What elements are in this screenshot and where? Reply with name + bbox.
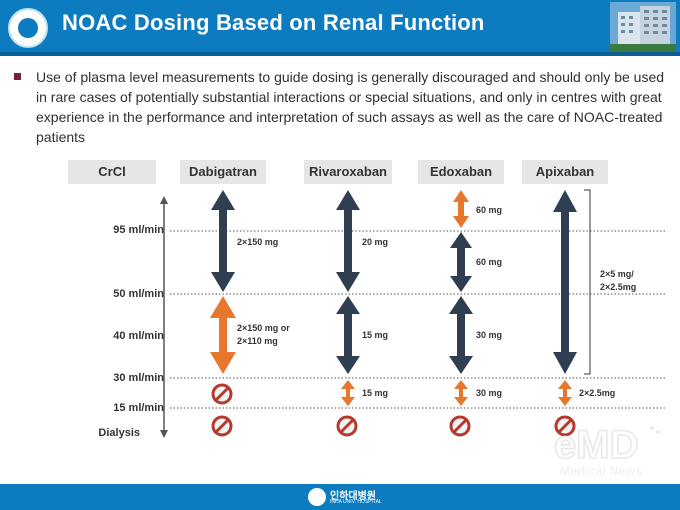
- footer-hospital-sub: INHA UNIV. HOSPITAL: [330, 499, 382, 505]
- edoxaban-arrow-30mg: [449, 296, 473, 374]
- apixaban-no-symbol-dialysis: [554, 415, 576, 437]
- dabigatran-dose-reduced-line2: 2×110 mg: [237, 336, 278, 346]
- crcl-label-15: 15 ml/min: [113, 402, 164, 414]
- dabigatran-arrow-reduced-dose: [210, 296, 236, 374]
- apixaban-bracket: [584, 189, 591, 375]
- dabigatran-arrow-full-dose: [211, 190, 235, 292]
- dabigatran-no-symbol-dialysis: [211, 415, 233, 437]
- title-bar-band: [0, 52, 680, 56]
- apixaban-arrow-full: [553, 190, 577, 374]
- rivaroxaban-arrow-15mg-low: [341, 380, 355, 406]
- edoxaban-dose-30mg: 30 mg: [476, 330, 503, 340]
- bullet-marker: [14, 73, 21, 80]
- title-bar: NOAC Dosing Based on Renal Function: [0, 0, 680, 56]
- apixaban-arrow-low: [558, 380, 572, 406]
- crcl-label-40: 40 ml/min: [113, 330, 164, 342]
- hospital-logo-icon: [8, 8, 48, 48]
- crcl-label-95: 95 ml/min: [113, 224, 164, 236]
- crcl-label-50: 50 ml/min: [113, 288, 164, 300]
- apixaban-dose-line1: 2×5 mg/: [600, 269, 634, 279]
- dabigatran-dose-full: 2×150 mg: [237, 237, 279, 247]
- crcl-axis-arrow: [160, 196, 168, 438]
- footer-logo-icon: [308, 488, 326, 506]
- edoxaban-dose-30mg-low: 30 mg: [476, 388, 503, 398]
- edoxaban-no-symbol-dialysis: [449, 415, 471, 437]
- dabigatran-dose-reduced-line1: 2×150 mg or: [237, 323, 290, 333]
- column-header-dabigatran: Dabigatran: [180, 160, 266, 184]
- emd-watermark: eMD Medical News: [552, 420, 664, 488]
- crcl-label-dialysis: Dialysis: [98, 427, 140, 439]
- rivaroxaban-arrow-20mg: [336, 190, 360, 292]
- rivaroxaban-dose-20mg: 20 mg: [362, 237, 389, 247]
- footer-bar: 인하대병원 INHA UNIV. HOSPITAL: [0, 484, 680, 510]
- emd-watermark-logo: eMD: [553, 422, 660, 468]
- edoxaban-dose-60mg: 60 mg: [476, 257, 503, 267]
- column-header-apixaban: Apixaban: [522, 160, 608, 184]
- edoxaban-dose-60mg-top: 60 mg: [476, 205, 503, 215]
- edoxaban-arrow-60mg-top: [453, 190, 469, 228]
- bullet-text: Use of plasma level measurements to guid…: [36, 69, 665, 145]
- rivaroxaban-arrow-15mg: [336, 296, 360, 374]
- rivaroxaban-dose-15mg: 15 mg: [362, 330, 389, 340]
- crcl-label-30: 30 ml/min: [113, 372, 164, 384]
- rivaroxaban-dose-15mg-low: 15 mg: [362, 388, 389, 398]
- footer-hospital-name: 인하대병원: [330, 491, 376, 502]
- column-header-crcl: CrCl: [68, 160, 156, 184]
- dabigatran-no-symbol-15-30: [211, 383, 233, 405]
- column-header-rivaroxaban: Rivaroxaban: [304, 160, 392, 184]
- rivaroxaban-no-symbol-dialysis: [336, 415, 358, 437]
- watermark-tagline: Medical News: [560, 464, 643, 478]
- column-header-edoxaban: Edoxaban: [418, 160, 504, 184]
- edoxaban-arrow-30mg-low: [454, 380, 468, 406]
- edoxaban-arrow-60mg: [450, 232, 472, 292]
- watermark-brand: eMD: [554, 423, 638, 464]
- hospital-building-icon: [610, 2, 676, 52]
- apixaban-dose-line2: 2×2.5mg: [600, 282, 637, 292]
- apixaban-dose-low: 2×2.5mg: [579, 388, 616, 398]
- slide-title: NOAC Dosing Based on Renal Function: [62, 10, 485, 35]
